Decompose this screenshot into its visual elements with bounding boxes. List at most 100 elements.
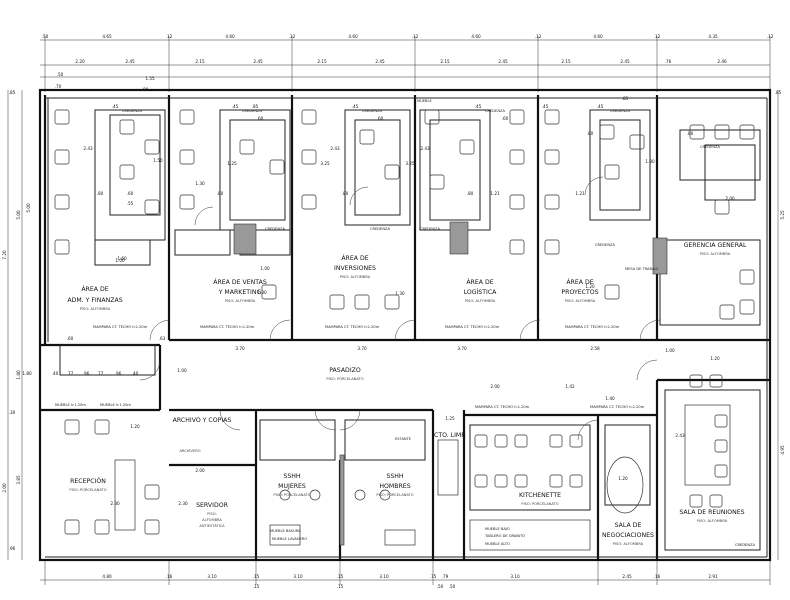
dim-loose-12: .80	[687, 131, 694, 136]
dim-int-33: 1.50	[153, 158, 163, 163]
dim-top-inner-1: 2.20	[75, 59, 85, 64]
dim-left-3: 1.80	[16, 370, 21, 380]
room-servidor-floor-3: ANTIESTÁTICA	[199, 523, 225, 528]
dim-int-7: 1.00	[115, 258, 125, 263]
dim-right-1: 5.25	[780, 210, 785, 220]
dim-loose-14: .60	[257, 116, 264, 121]
dim-int-19: 1.20	[130, 424, 140, 429]
dim-loose-20: .85	[252, 104, 259, 109]
room-pasadizo-title: PASADIZO	[329, 367, 361, 374]
columns	[233, 221, 668, 546]
dim-top-6: 4.35	[708, 34, 718, 39]
dim-top-inner-3: 2.15	[195, 59, 205, 64]
dim-int-22: 1.25	[227, 161, 237, 166]
furniture-notes: CREDENZA CREDENZA CREDENZA CREDENZA CRED…	[55, 99, 755, 547]
room-servidor-floor-2: ALFOMBRA	[202, 518, 222, 522]
dim-top-sub-1: 1.55	[145, 76, 155, 81]
dim-int-16: 2.43	[83, 146, 93, 151]
room-inversiones-title-2: INVERSIONES	[334, 265, 376, 272]
dim-top-inner-9: 2.15	[561, 59, 571, 64]
room-negociaciones-title-1: SALA DE	[615, 522, 642, 529]
dim-top-small-6: .12	[654, 34, 661, 39]
dim-top-3: 4.60	[348, 34, 358, 39]
note-credenza-11: CREDENZA	[735, 543, 755, 547]
dim-loose-24: .77	[97, 371, 104, 376]
room-inversiones-title-1: ÁREA DE	[341, 253, 368, 262]
note-credenza-4: CREDENZA	[485, 109, 505, 113]
dim-int-8: 1.00	[260, 266, 270, 271]
dim-int-5: 1.00	[177, 368, 187, 373]
dim-loose-18: .70	[55, 84, 62, 89]
dim-loose-28: .60	[67, 336, 74, 341]
note-mueble-basura: MUEBLE BASURA	[270, 529, 301, 533]
dim-int-25: 1.21	[490, 191, 500, 196]
dim-loose-10: .80	[467, 191, 474, 196]
dim-top-sub-0: .50	[57, 72, 64, 77]
room-ventas-floor: PISO: ALFOMBRA	[225, 299, 256, 303]
interior-dimensions: 3.70 3.70 3.70 2.58 1.00 1.00 1.00 1.00 …	[22, 146, 735, 506]
note-mampara-7: MAMPARA CT. TECHO h:1.20m	[590, 405, 645, 409]
dim-loose-3: .45	[352, 104, 359, 109]
dim-bottom-9: .15	[253, 574, 260, 579]
dim-loose-29: .63	[159, 336, 166, 341]
dim-int-17: 2.00	[195, 468, 205, 473]
note-credenza-9: CREDENZA	[595, 243, 615, 247]
dimension-lines	[7, 36, 779, 585]
room-sshh-h-title-2: HOMBRES	[379, 483, 410, 490]
note-credenza-3: CREDENZA	[362, 109, 382, 113]
dim-top-1: 4.65	[102, 34, 112, 39]
dim-loose-19: .85	[622, 96, 629, 101]
dim-top-inner-11: .76	[665, 59, 672, 64]
note-credenza-10: CREDENZA	[700, 145, 720, 149]
dim-left-6: 5.00	[26, 203, 31, 213]
note-mampara-2: MAMPARA CT. TECHO h:1.20m	[325, 325, 380, 329]
dim-loose-9: .80	[342, 191, 349, 196]
dim-loose-32: .15	[337, 584, 344, 589]
dim-bottom-10: .15	[337, 574, 344, 579]
dim-int-10: 1.42	[565, 384, 575, 389]
dim-int-20: 1.25	[445, 416, 455, 421]
room-ventas-title-1: ÁREA DE VENTAS	[213, 277, 267, 286]
dim-top-inner-2: 2.45	[125, 59, 135, 64]
dim-top-small-3: .12	[289, 34, 296, 39]
dim-loose-1: .45	[112, 104, 119, 109]
dim-int-29: 1.30	[195, 181, 205, 186]
dim-top-inner-8: 2.45	[498, 59, 508, 64]
dim-bottom-11: .75	[430, 574, 437, 579]
dim-int-11: 1.40	[605, 396, 615, 401]
room-logistica-title-1: ÁREA DE	[466, 277, 493, 286]
room-cto-limp-title: CTO. LIMP.	[434, 432, 466, 439]
dim-int-34: 1.80	[22, 371, 32, 376]
dim-int-27: 2.43	[330, 146, 340, 151]
dim-left-9: .96	[9, 546, 16, 551]
dim-top-inner-7: 2.15	[440, 59, 450, 64]
dim-int-18: 2.00	[725, 196, 735, 201]
dim-bottom-8: .16	[166, 574, 173, 579]
dim-loose-27: 1.60	[117, 256, 127, 261]
room-sshh-m-title-1: SSHH	[283, 473, 301, 480]
room-archivo-note: ARCHIVERO	[179, 449, 200, 453]
dim-top-small-2: .12	[166, 34, 173, 39]
note-mampara-4: MAMPARA CT. TECHO h:1.20m	[565, 325, 620, 329]
room-archivo-title: ARCHIVO Y COPIAS	[173, 417, 232, 424]
dim-top-inner-5: 2.15	[317, 59, 327, 64]
room-finanzas-title-2: ADM. Y FINANZAS	[67, 297, 122, 304]
dim-bottom-5: 3.10	[510, 574, 520, 579]
dim-int-24: 3.25	[405, 161, 415, 166]
room-sshh-h-floor: PISO: PORCELANATO	[376, 493, 413, 497]
dim-loose-7: .80	[97, 191, 104, 196]
dim-int-6: 1.00	[665, 348, 675, 353]
dim-int-14: 2.30	[178, 501, 188, 506]
note-mampara-5: MAMPARA CT. TECHO h:1.20m	[93, 325, 148, 329]
dim-bottom-7: 2.91	[708, 574, 718, 579]
dim-bottom-2: 3.10	[207, 574, 217, 579]
dim-int-23: 3.25	[320, 161, 330, 166]
dim-loose-5: .45	[597, 104, 604, 109]
dim-left-2: 7.20	[2, 250, 7, 260]
dim-loose-30: .50	[437, 584, 444, 589]
dim-int-28: 2.43	[420, 146, 430, 151]
dim-int-32: 1.30	[395, 291, 405, 296]
room-pasadizo-floor: PISO: PORCELANATO	[326, 377, 363, 381]
dim-top-inner-12: 2.46	[717, 59, 727, 64]
